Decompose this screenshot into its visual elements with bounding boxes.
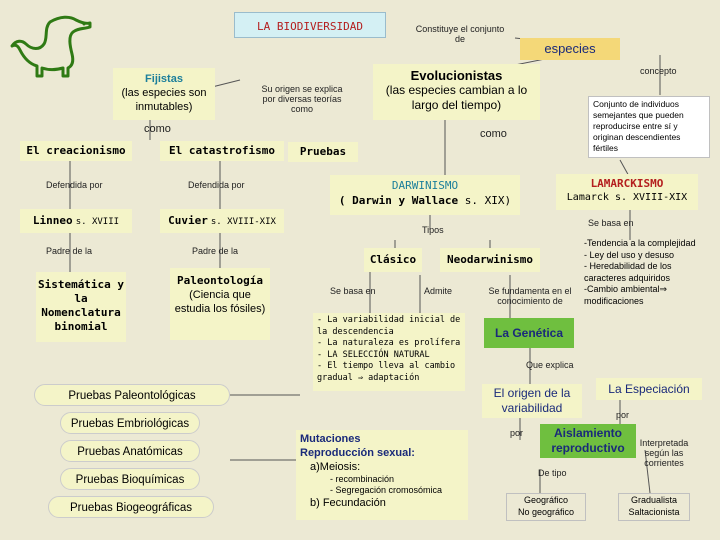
lamarckismo-node: LAMARCKISMO Lamarck s. XVIII-XIX	[556, 174, 698, 210]
especies-node: especies	[520, 38, 620, 60]
darwinismo-authors: ( Darwin y Wallace	[338, 194, 459, 207]
genetica-label: La Genética	[494, 326, 564, 340]
aislamiento-label: Aislamiento reproductivo	[551, 426, 625, 455]
pruebas-node: Pruebas	[288, 142, 358, 162]
especiacion-label: La Especiación	[608, 382, 690, 396]
evolucionistas-title: Evolucionistas	[410, 68, 503, 83]
fecundacion-label: b) Fecundación	[310, 497, 386, 509]
aislamiento-tipos: Geográfico No geográfico	[506, 493, 586, 521]
pruebas-bioquimicas: Pruebas Bioquímicas	[60, 468, 200, 490]
especies-definition: Conjunto de individuos semejantes que pu…	[588, 96, 710, 158]
sistematica-label: Sistemática y la Nomenclatura binomial	[37, 278, 125, 333]
no-geografico-label: No geográfico	[517, 507, 575, 517]
meiosis-label: a)Meiosis:	[310, 461, 361, 473]
link-padre-1: Padre de la	[46, 246, 93, 256]
pruebas-anatomicas: Pruebas Anatómicas	[60, 440, 200, 462]
paleontologia-title: Paleontología	[176, 274, 264, 287]
cuvier-name: Cuvier	[168, 214, 208, 227]
link-admite: Admite	[424, 286, 453, 296]
fijistas-subtitle: (las especies son inmutables)	[121, 87, 207, 113]
aislamiento-node: Aislamiento reproductivo	[540, 424, 636, 458]
geografico-label: Geográfico	[523, 495, 569, 505]
sistematica-node: Sistemática y la Nomenclatura binomial	[36, 272, 126, 342]
especies-label: especies	[544, 41, 596, 56]
variabilidad-causes: Mutaciones Reproducción sexual: a)Meiosi…	[296, 430, 468, 520]
link-defendida-1: Defendida por	[46, 180, 103, 190]
pruebas-biogeograficas: Pruebas Biogeográficas	[48, 496, 214, 518]
title: LA BIODIVERSIDAD	[257, 20, 363, 33]
lamarck-text: -Tendencia a la complejidad - Ley del us…	[584, 238, 696, 306]
origen-variabilidad-node: El origen de la variabilidad	[482, 384, 582, 418]
especiacion-corrientes: Gradualista Saltacionista	[618, 493, 690, 521]
link-que-explica: Que explica	[526, 360, 574, 370]
paleontologia-subtitle: (Ciencia que estudia los fósiles)	[174, 289, 266, 315]
darwinismo-century: s. XIX)	[464, 194, 512, 207]
link-se-basa-2: Se basa en	[588, 218, 634, 228]
linneo-node: Linneo s. XVIII	[20, 209, 132, 233]
mutaciones-label: Mutaciones	[300, 433, 361, 445]
linneo-name: Linneo	[32, 214, 73, 227]
link-de-tipo: De tipo	[538, 468, 567, 478]
pruebas-embriologicas: Pruebas Embriológicas	[60, 412, 200, 434]
dinosaur-icon	[10, 15, 92, 78]
origen-variabilidad-label: El origen de la variabilidad	[493, 386, 571, 415]
creacionismo-node: El creacionismo	[20, 141, 132, 161]
link-padre-2: Padre de la	[192, 246, 239, 256]
recombinacion-label: - recombinación	[330, 474, 395, 484]
fijistas-title: Fijistas	[145, 73, 183, 85]
pruebas-paleontologicas: Pruebas Paleontológicas	[34, 384, 230, 406]
link-tipos: Tipos	[422, 225, 444, 235]
linneo-century: s. XVIII	[75, 217, 120, 227]
link-defendida-2: Defendida por	[188, 180, 245, 190]
link-por-1: por	[510, 428, 524, 438]
link-se-basa-1: Se basa en	[330, 286, 376, 296]
link-como-right: como	[480, 128, 507, 140]
lamarckismo-title: LAMARCKISMO	[590, 177, 664, 190]
clasico-node: Clásico	[364, 248, 422, 272]
link-se-fundamenta: Se fundamenta en el conocimiento de	[488, 286, 572, 306]
saltacionista-label: Saltacionista	[628, 507, 680, 517]
catastrofismo-node: El catastrofismo	[160, 141, 284, 161]
link-su-origen: Su origen se explica por diversas teoría…	[261, 84, 343, 114]
link-por-2: por	[616, 410, 630, 420]
cuvier-node: Cuvier s. XVIII-XIX	[160, 209, 284, 233]
evolucionistas-node: Evolucionistas (las especies cambian a l…	[373, 64, 540, 120]
lamarckismo-subtitle: Lamarck s. XVIII-XIX	[566, 192, 688, 203]
especiacion-node: La Especiación	[596, 378, 702, 400]
darwinismo-node: DARWINISMO ( Darwin y Wallace s. XIX)	[330, 175, 520, 215]
darwinismo-title: DARWINISMO	[391, 179, 459, 192]
link-como-left: como	[144, 123, 171, 135]
neodarwinismo-node: Neodarwinismo	[440, 248, 540, 272]
link-constituye: Constituye el conjunto de	[415, 24, 505, 44]
reproduccion-label: Reproducción sexual:	[300, 447, 415, 459]
genetica-node: La Genética	[484, 318, 574, 348]
fijistas-node: Fijistas (las especies son inmutables)	[113, 68, 215, 120]
title-box: LA BIODIVERSIDAD	[234, 12, 386, 38]
segregacion-label: - Segregación cromosómica	[330, 485, 443, 495]
cuvier-century: s. XVIII-XIX	[210, 217, 276, 227]
paleontologia-node: Paleontología (Ciencia que estudia los f…	[170, 268, 270, 340]
clasico-text: - La variabilidad inicial de la descende…	[313, 313, 465, 391]
link-interpretada: Interpretada según las corrientes	[639, 438, 689, 468]
link-concepto: concepto	[640, 66, 677, 76]
gradualista-label: Gradualista	[630, 495, 678, 505]
evolucionistas-subtitle: (las especies cambian a lo largo del tie…	[385, 83, 528, 112]
